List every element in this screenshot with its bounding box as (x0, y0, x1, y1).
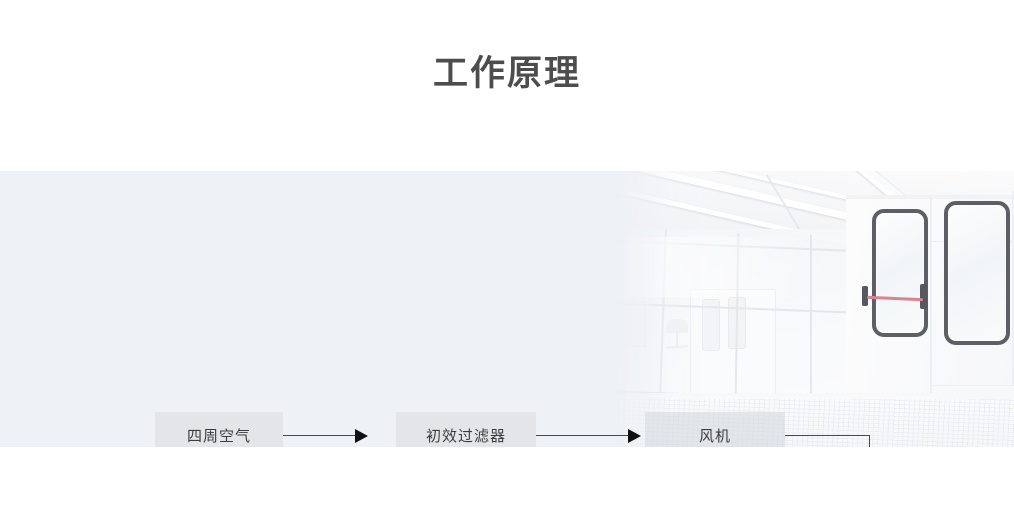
interior-far-door-window (702, 299, 720, 351)
interior-chair-leg (676, 331, 678, 347)
door-handle (920, 284, 927, 309)
connector-fan-to-plenum-side (869, 435, 870, 447)
arrow-right-icon (628, 429, 641, 443)
glass-reflection (624, 237, 804, 297)
node-fan: 风机 (645, 412, 785, 447)
page-title: 工作原理 (432, 54, 581, 93)
mullion-vertical (810, 235, 812, 395)
connector-ambient-to-primary (283, 435, 355, 436)
door-gap-line (930, 199, 932, 414)
title-section: 工作原理 (0, 0, 1014, 171)
node-ambient-air: 四周空气 (155, 412, 283, 447)
interior-chair (666, 319, 688, 333)
door-view-window (944, 201, 1010, 345)
wall-top-edge (846, 195, 1014, 199)
arrow-right-icon (355, 429, 368, 443)
node-primary-filter: 初效过滤器 (396, 412, 536, 447)
cleanroom-interior-photo (614, 171, 1014, 447)
connector-primary-to-fan (536, 435, 628, 436)
connector-fan-to-plenum-top (785, 435, 870, 436)
wall-right-edge (1012, 191, 1014, 421)
principle-banner: 四周空气 初效过滤器 风机 工作区域 高效过滤器 静压箱 (0, 171, 1014, 447)
door-view-window (872, 209, 928, 337)
interior-cabinet (614, 301, 646, 347)
door-handle (862, 286, 868, 306)
